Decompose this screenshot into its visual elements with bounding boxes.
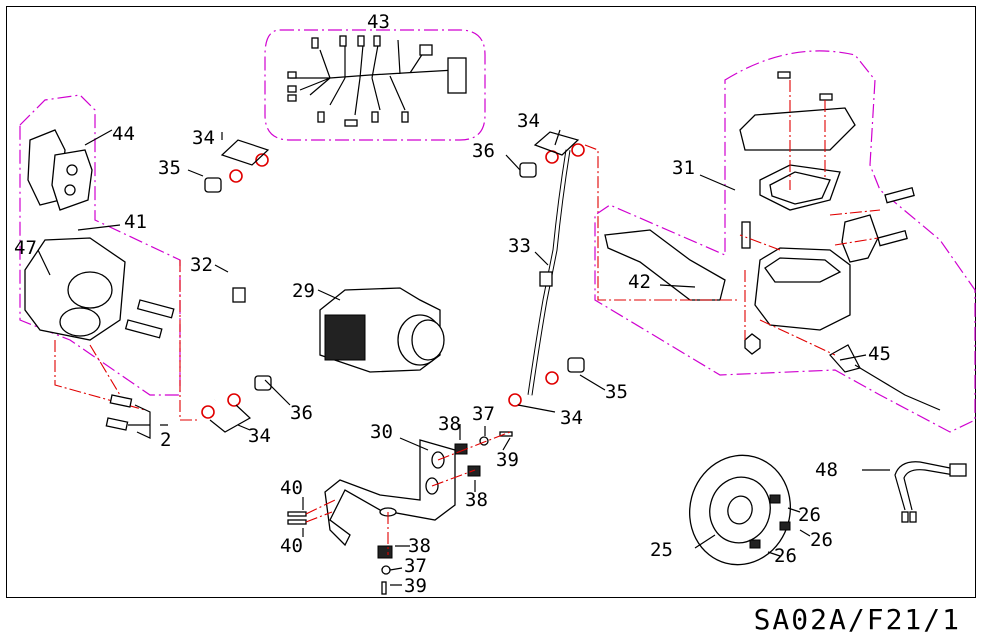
- callout-48: 48: [815, 459, 838, 481]
- callout-38: 38: [465, 489, 488, 511]
- callout-26: 26: [810, 529, 833, 551]
- callout-40: 40: [280, 477, 303, 499]
- callout-38: 38: [408, 535, 431, 557]
- callout-31: 31: [672, 157, 695, 179]
- callout-37: 37: [472, 403, 495, 425]
- callout-39: 39: [404, 575, 427, 597]
- callout-26: 26: [798, 504, 821, 526]
- leader-lines: [37, 129, 890, 586]
- master-cylinder-group: [594, 50, 976, 433]
- callout-34: 34: [517, 110, 540, 132]
- callout-36: 36: [290, 402, 313, 424]
- callout-38: 38: [438, 413, 461, 435]
- callout-34: 34: [248, 425, 271, 447]
- wiring-harness-group: [264, 29, 486, 141]
- callout-41: 41: [124, 211, 147, 233]
- callout-labels: 43 44 41 47 2 34 35 32 36 34 29 34 36 33…: [14, 11, 891, 597]
- sensor-cable: [894, 461, 967, 523]
- callout-37: 37: [404, 555, 427, 577]
- control-unit: [319, 287, 445, 373]
- callout-35: 35: [158, 157, 181, 179]
- diagram-frame: [6, 6, 976, 598]
- callout-42: 42: [628, 271, 651, 293]
- right-brake-hose: [508, 131, 660, 407]
- callout-39: 39: [496, 449, 519, 471]
- brake-disc: [688, 454, 792, 566]
- callout-43: 43: [367, 11, 390, 33]
- mounting-bracket: [287, 431, 513, 595]
- callout-34: 34: [192, 127, 215, 149]
- callout-2: 2: [160, 429, 171, 451]
- drawing-code: SA02A/F21/1: [753, 603, 961, 636]
- callout-30: 30: [370, 421, 393, 443]
- callout-45: 45: [868, 343, 891, 365]
- callout-40: 40: [280, 535, 303, 557]
- callout-26: 26: [774, 545, 797, 567]
- callout-32: 32: [190, 254, 213, 276]
- callout-34: 34: [560, 407, 583, 429]
- callout-35: 35: [605, 381, 628, 403]
- callout-47: 47: [14, 237, 37, 259]
- callout-44: 44: [112, 123, 135, 145]
- callout-33: 33: [508, 235, 531, 257]
- front-caliper-group: [19, 94, 181, 439]
- callout-25: 25: [650, 539, 673, 561]
- callout-36: 36: [472, 140, 495, 162]
- left-brake-hose: [179, 139, 272, 433]
- callout-29: 29: [292, 280, 315, 302]
